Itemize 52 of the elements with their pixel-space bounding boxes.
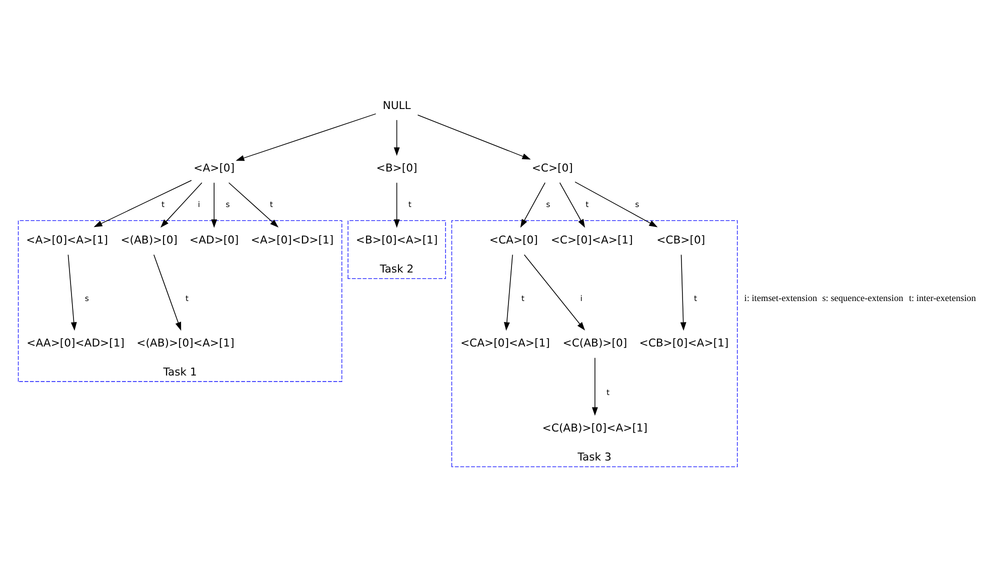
arrow	[417, 114, 531, 159]
node-text: <B>[0]	[376, 161, 418, 174]
arrow	[520, 182, 546, 228]
arrow	[574, 181, 658, 227]
label: t: inter-exetension	[908, 294, 976, 304]
edge-label: t	[161, 200, 165, 209]
arrow	[394, 182, 400, 228]
node-text: <CB>[0]	[656, 233, 706, 246]
arrow	[211, 182, 218, 228]
arrow	[68, 254, 77, 330]
arrow	[559, 182, 586, 228]
edge-label: t	[521, 294, 524, 303]
arrow	[94, 179, 192, 227]
edge-label: t	[586, 200, 589, 209]
node-text: <B>[0]<A>[1]	[356, 233, 438, 246]
node-text: <A>[0]<D>[1]	[250, 233, 334, 246]
node-text: <AD>[0]	[190, 233, 239, 246]
edge-label: t	[185, 294, 189, 303]
arrow	[504, 254, 513, 330]
node-text: NULL	[382, 98, 411, 112]
node-text: <CA>[0]<A>[1]	[460, 336, 550, 350]
label: i: itemset-extension	[744, 294, 818, 304]
node-text: <C>[0]<A>[1]	[550, 233, 633, 246]
edge-label: s	[84, 294, 89, 303]
edge-label: t	[408, 200, 412, 209]
node-text: <CB>[0]<A>[1]	[639, 336, 729, 350]
edge-label: i	[580, 294, 582, 303]
label: s: sequence-extension	[822, 294, 904, 304]
edge-label: s	[226, 200, 230, 209]
node-text: <A>[0]	[194, 161, 235, 174]
arrow	[153, 254, 182, 330]
edge-label: t	[694, 294, 698, 303]
arrow	[680, 254, 686, 330]
node-text: <C(AB)>[0]	[562, 336, 628, 350]
edge-label: t	[606, 388, 610, 397]
edge-label: i	[198, 200, 200, 209]
arrow	[524, 254, 586, 330]
node-text: <CA>[0]	[489, 233, 538, 246]
node-text: <(AB)>[0]	[120, 233, 178, 246]
edge-label: s	[635, 200, 640, 209]
node-text: <C>[0]	[532, 161, 573, 174]
edge-label: s	[546, 200, 550, 209]
arrow	[228, 182, 279, 228]
arrow	[592, 356, 598, 416]
edge-label: t	[270, 200, 273, 209]
node-text: <C(AB)>[0]<A>[1]	[542, 421, 648, 434]
arrow	[236, 112, 376, 160]
node-text: <AA>[0]<AD>[1]	[26, 336, 124, 350]
node-text: <(AB)>[0]<A>[1]	[136, 336, 234, 350]
arrow	[160, 182, 202, 228]
arrow	[394, 119, 400, 156]
node-text: <A>[0]<A>[1]	[26, 233, 108, 246]
